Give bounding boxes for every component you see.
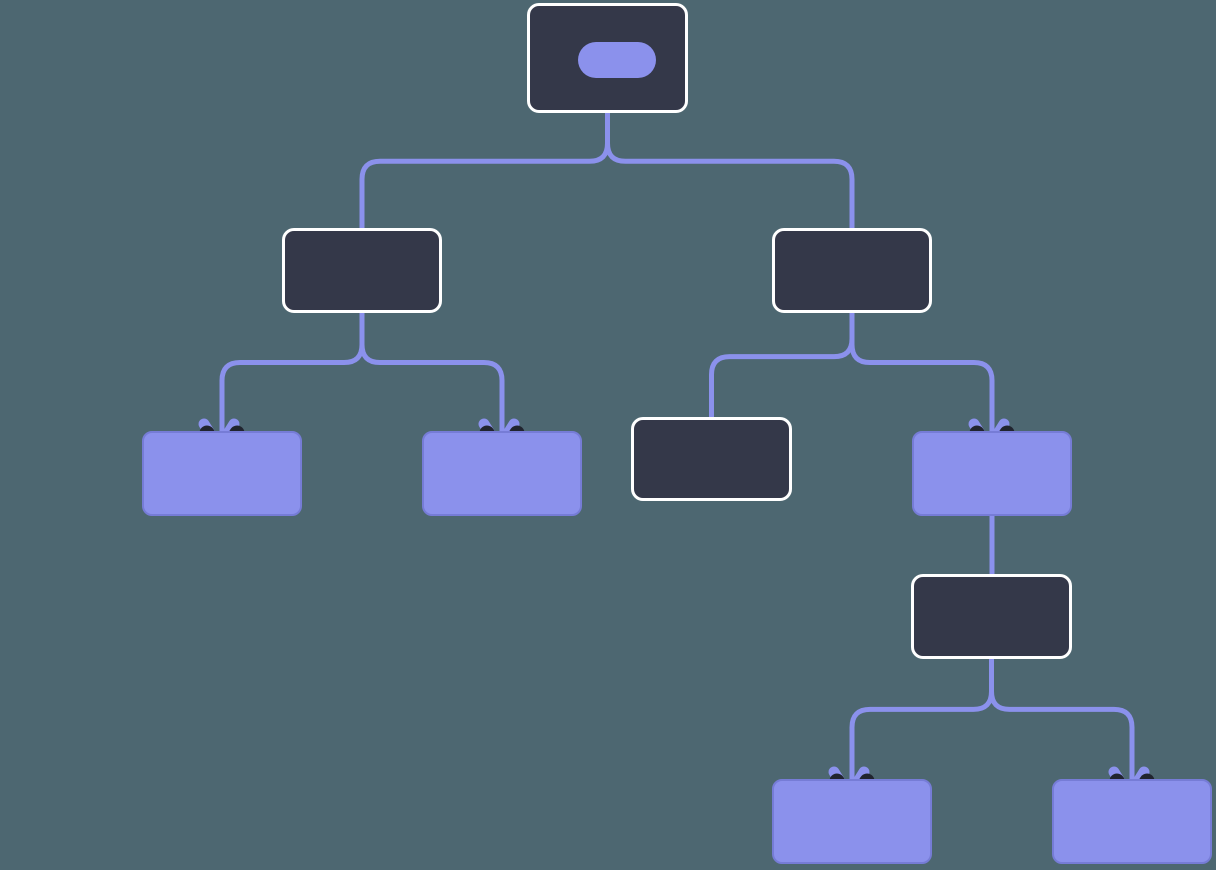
node-n1[interactable]	[527, 3, 688, 113]
node-n4[interactable]	[142, 431, 302, 516]
edge-n1-n2	[359, 113, 610, 228]
node-n9[interactable]	[772, 779, 932, 864]
edge-n8-n10	[989, 659, 1135, 787]
node-n7[interactable]	[912, 431, 1072, 516]
edge-n2-n5	[359, 313, 505, 439]
node-n3[interactable]	[772, 228, 932, 313]
edge-n3-n6	[709, 313, 855, 417]
edge-n2-n4	[219, 313, 365, 439]
edge-n1-n3	[605, 113, 855, 228]
edge-n3-n7	[849, 313, 995, 439]
node-pill-badge	[578, 42, 656, 78]
node-n6[interactable]	[631, 417, 792, 501]
edge-n8-n9	[849, 659, 994, 787]
node-n5[interactable]	[422, 431, 582, 516]
node-n10[interactable]	[1052, 779, 1212, 864]
node-n8[interactable]	[911, 574, 1072, 659]
node-n2[interactable]	[282, 228, 442, 313]
